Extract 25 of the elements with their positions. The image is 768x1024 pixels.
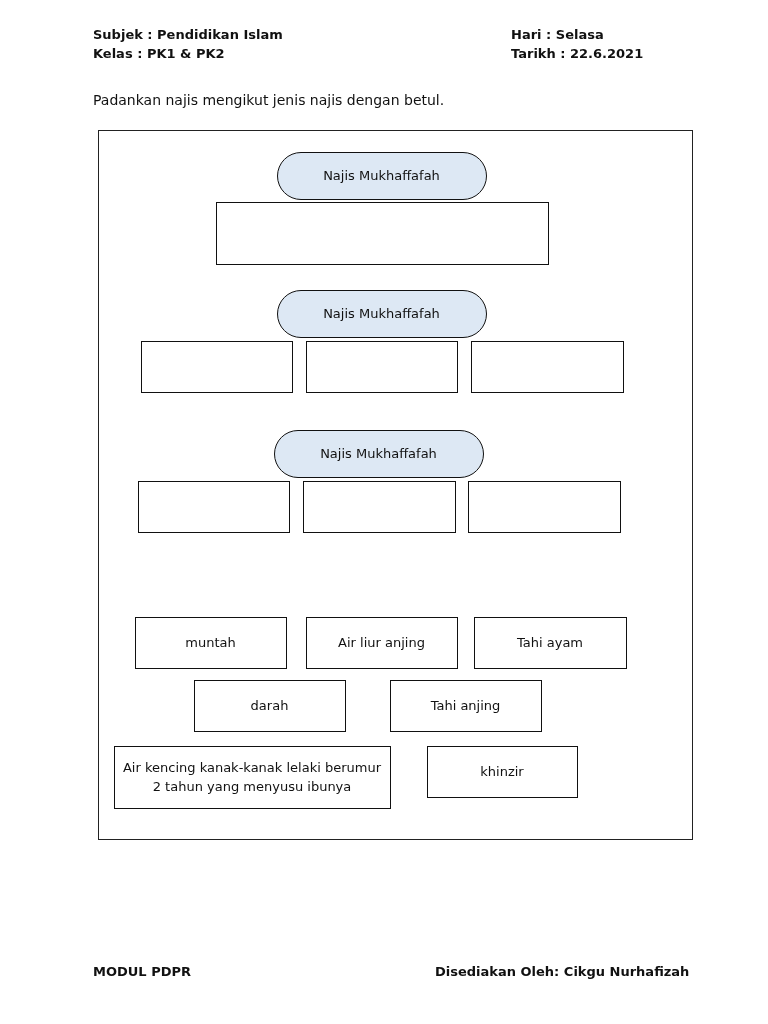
header-text: Tarikh : 22.6.2021 — [511, 46, 644, 61]
footer-text: MODUL PDPR — [93, 964, 191, 979]
instruction-text: Padankan najis mengikut jenis najis dengan betul. — [93, 92, 445, 108]
answer-box — [140, 340, 293, 393]
answer-box — [215, 201, 549, 265]
category-label: Najis Mukhaffafah — [276, 289, 487, 338]
answer-card: khinzir — [426, 745, 578, 798]
answer-box — [137, 480, 290, 533]
footer-text: Disediakan Oleh: Cikgu Nurhafizah — [435, 964, 690, 979]
category-label: Najis Mukhaffafah — [276, 151, 487, 200]
answer-card: Tahi anjing — [389, 679, 542, 732]
answer-box — [470, 340, 624, 393]
answer-card: Air liur anjing — [305, 616, 458, 669]
header-text: Subjek : Pendidikan Islam — [93, 27, 283, 42]
answer-card: Air kencing kanak-kanak lelaki berumur 2 tahun yang menyusu ibunya — [113, 745, 391, 809]
header-text: Hari : Selasa — [511, 27, 604, 42]
answer-card: Tahi ayam — [473, 616, 627, 669]
worksheet-frame — [98, 130, 693, 840]
answer-card: darah — [193, 679, 346, 732]
header-text: Kelas : PK1 & PK2 — [93, 46, 225, 61]
answer-box — [302, 480, 456, 533]
answer-box — [467, 480, 621, 533]
answer-box — [305, 340, 458, 393]
category-label: Najis Mukhaffafah — [273, 429, 484, 478]
answer-card: muntah — [134, 616, 287, 669]
